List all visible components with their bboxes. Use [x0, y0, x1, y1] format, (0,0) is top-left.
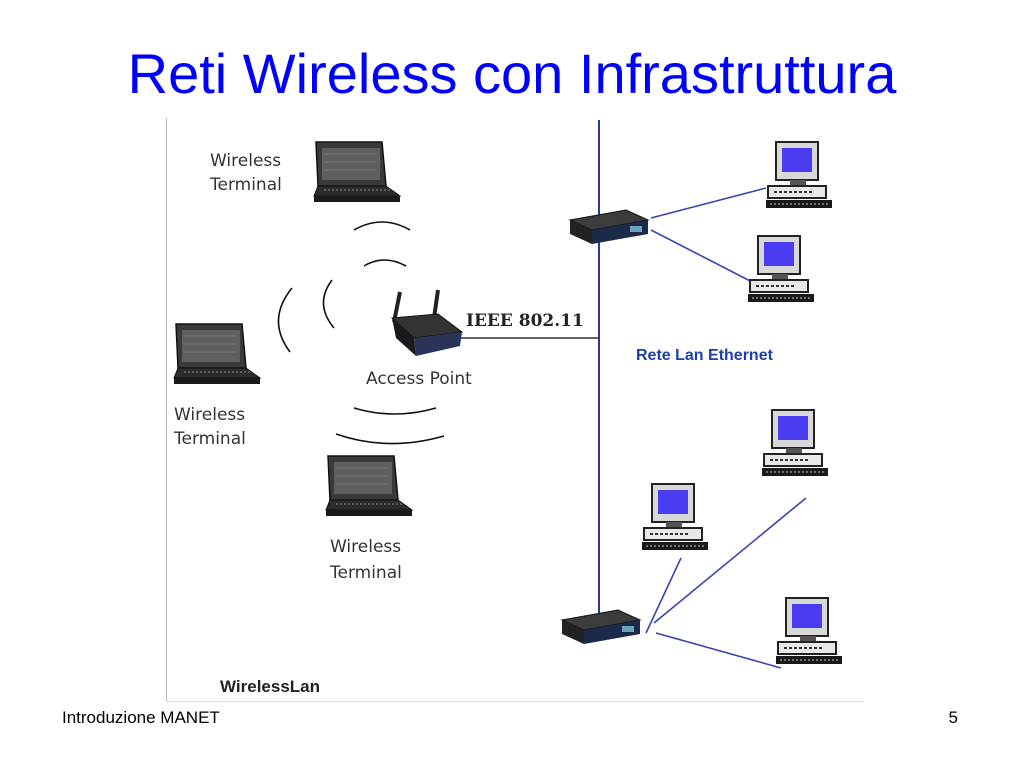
wireless-laptop: [325, 455, 413, 517]
wireless-laptop: [313, 141, 401, 203]
desktop-pc: [747, 235, 815, 303]
footer-left: Introduzione MANET: [62, 708, 220, 727]
terminal-label-bottom-line1: Wireless: [330, 537, 401, 557]
terminal-label-bottom-line2: Terminal: [329, 563, 402, 583]
desktop-pc: [765, 141, 833, 209]
terminal-label-left-line2: Terminal: [173, 429, 246, 449]
lan-label: Rete Lan Ethernet: [636, 347, 774, 364]
access-point-label: Access Point: [366, 369, 472, 389]
wireless-laptop: [173, 323, 261, 385]
slide-title: Reti Wireless con Infrastruttura: [127, 42, 897, 105]
ethernet-hub-bottom: [561, 609, 641, 645]
network-diagram: Wireless Terminal Wireless Terminal Wire…: [166, 118, 864, 702]
terminal-label-top-line1: Wireless: [210, 151, 281, 171]
access-point-device: [390, 289, 464, 356]
terminal-label-left-line1: Wireless: [174, 405, 245, 425]
terminal-label-top-line2: Terminal: [209, 175, 282, 195]
ethernet-hub-top: [569, 209, 649, 245]
page-number: 5: [948, 708, 958, 727]
desktop-pc: [761, 409, 829, 477]
wireless-lan-label: WirelessLan: [220, 677, 320, 696]
desktop-pc: [775, 597, 843, 665]
lan-links: [645, 187, 807, 669]
desktop-pc: [641, 483, 709, 551]
wireless-signal-waves: [277, 221, 445, 445]
ieee-link-label: IEEE 802.11: [466, 311, 584, 331]
